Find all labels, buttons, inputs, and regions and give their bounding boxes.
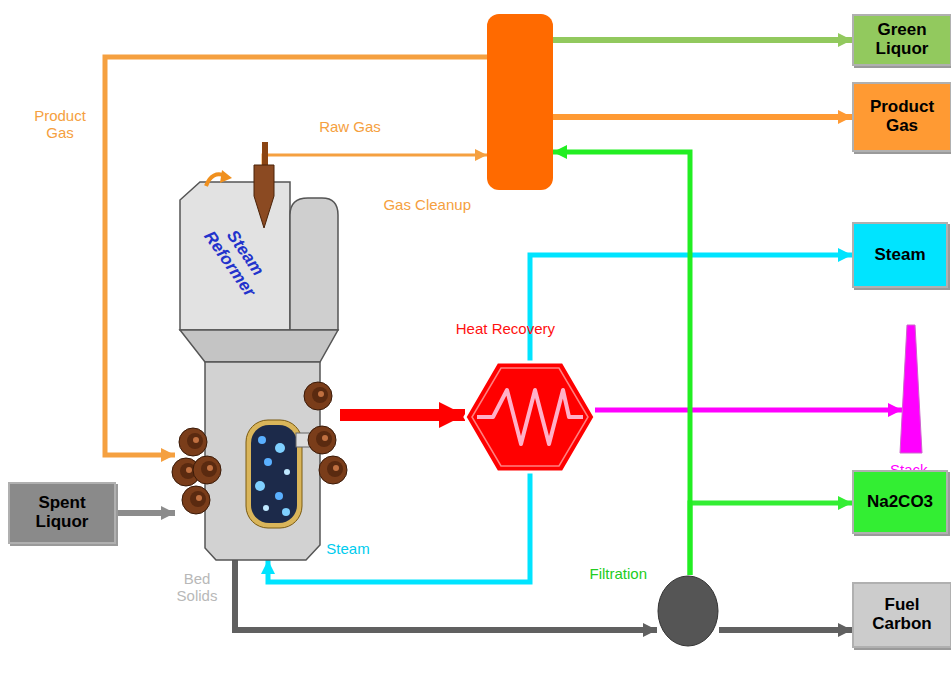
input-box: Spent Liquor [8, 482, 116, 544]
flow-arrow [719, 627, 852, 633]
flow-arrow [263, 155, 487, 170]
output-box: Na2CO3 [852, 470, 948, 534]
flow-arrow [235, 560, 657, 630]
node-text: Na2CO3 [863, 491, 937, 514]
circle-outline [657, 575, 719, 647]
flow-arrow [116, 510, 175, 516]
output-box: Product Gas [852, 82, 951, 152]
output-box: Fuel Carbon [852, 582, 951, 648]
output-box: Steam [852, 222, 948, 288]
flow-arrow [553, 152, 690, 575]
cleanup-vessel: Gas Cleanup [487, 14, 553, 190]
heat-exchanger: Heat Recovery [465, 362, 595, 472]
flow-arrow [340, 409, 465, 421]
reformer-illustration [175, 170, 340, 560]
flow-label: Product Gas [22, 107, 98, 141]
node-text: Heat Recovery [456, 320, 555, 337]
stack-chimney: Stack [900, 325, 922, 453]
node-text: Fuel Carbon [854, 594, 950, 635]
filter-unit: Filtration [657, 575, 719, 647]
node-text: Filtration [589, 565, 647, 582]
flow-label: Bed Solids [168, 570, 226, 604]
flow-label: Steam [318, 540, 378, 557]
node-text: Spent Liquor [10, 492, 114, 533]
hexagon-outline [465, 362, 595, 472]
reformer-vessel: Steam Reformer [175, 170, 340, 560]
flow-arrow [553, 114, 852, 120]
flow-arrow [595, 408, 902, 413]
node-text: Product Gas [854, 96, 950, 137]
node-text: Gas Cleanup [383, 196, 471, 213]
stack-outline [900, 325, 922, 453]
node-text: Green Liquor [854, 19, 950, 60]
flow-arrow [553, 37, 852, 43]
node-text: Steam [870, 244, 929, 267]
flow-label: Raw Gas [310, 118, 390, 135]
flow-arrow [690, 503, 852, 575]
output-box: Green Liquor [852, 14, 951, 66]
